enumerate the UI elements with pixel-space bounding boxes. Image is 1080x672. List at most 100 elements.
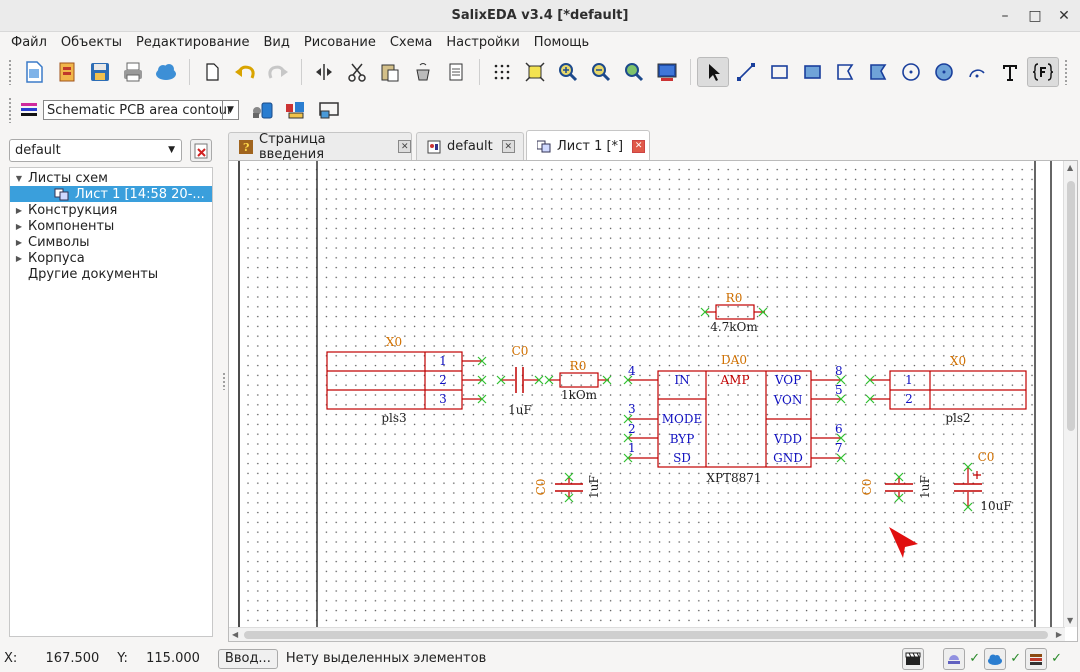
save-icon[interactable] [84, 57, 116, 87]
list-icon[interactable] [440, 57, 472, 87]
new-file-icon[interactable] [18, 57, 50, 87]
connector-x0-right[interactable]: X0 1 2 pls2 [865, 354, 1027, 425]
connector-x0-left[interactable]: X0 1 2 3 pls3 [326, 335, 487, 425]
capacitor-c0-b[interactable]: C0 1uF [860, 472, 932, 503]
input-button[interactable]: Ввод... [217, 648, 278, 669]
capacitor-c0-elec[interactable]: C0 10uF [954, 450, 1012, 513]
project-combo[interactable]: default ▼ [9, 139, 182, 162]
vertical-scroll-thumb[interactable] [1067, 181, 1075, 431]
zoom-out-icon[interactable] [585, 57, 617, 87]
cloud-icon[interactable] [150, 57, 182, 87]
pin-label: SD [673, 451, 691, 465]
tree-item-sheets[interactable]: ▼ Листы схем [10, 170, 212, 186]
menu-draw[interactable]: Рисование [303, 34, 376, 50]
clapper-icon[interactable] [902, 647, 925, 670]
amplifier-da0[interactable]: DA0 AMP IN MODE BYP SD VOP VON VDD GND [623, 353, 846, 485]
grid-icon[interactable] [486, 57, 518, 87]
scroll-down-icon[interactable]: ▼ [1067, 616, 1074, 625]
tree-item-construction[interactable]: ▶ Конструкция [10, 202, 212, 218]
layer-select-value: Schematic PCB area contour [47, 102, 233, 118]
close-icon[interactable]: ✕ [632, 139, 646, 153]
monitor-icon[interactable] [651, 57, 683, 87]
close-icon[interactable]: ✕ [398, 140, 411, 153]
toolbar-grip[interactable] [1064, 59, 1068, 85]
menu-settings[interactable]: Настройки [446, 34, 520, 50]
redo-icon[interactable] [262, 57, 294, 87]
menu-objects[interactable]: Объекты [60, 34, 123, 50]
scroll-left-icon[interactable]: ◀ [232, 630, 239, 639]
library-icon[interactable] [1025, 647, 1048, 670]
scroll-right-icon[interactable]: ▶ [1055, 630, 1062, 639]
chevron-right-icon[interactable]: ▶ [15, 221, 23, 231]
symbol-editor-icon[interactable] [280, 95, 312, 125]
package-editor-icon[interactable] [313, 95, 345, 125]
layer-select[interactable]: Schematic PCB area contour ▼ [43, 100, 239, 120]
mirror-icon[interactable] [308, 57, 340, 87]
tab-welcome[interactable]: ? Страница введения ✕ [228, 132, 412, 162]
chevron-right-icon[interactable]: ▶ [15, 237, 23, 247]
splitter-handle[interactable] [222, 372, 226, 390]
horizontal-scroll-thumb[interactable] [244, 631, 1048, 639]
minimize-button[interactable]: – [1001, 8, 1009, 24]
resistor-r0-top[interactable]: R0 4.7kOm [700, 291, 768, 334]
filled-rect-tool-icon[interactable] [796, 57, 828, 87]
tree-item-components[interactable]: ▶ Компоненты [10, 218, 212, 234]
menu-view[interactable]: Вид [263, 34, 290, 50]
zoom-fit-icon[interactable] [519, 57, 551, 87]
tree-item-symbols[interactable]: ▶ Символы [10, 234, 212, 250]
paste-icon[interactable] [374, 57, 406, 87]
menu-schema[interactable]: Схема [389, 34, 433, 50]
menu-file[interactable]: Файл [11, 34, 47, 50]
part-value: 1uF [508, 403, 532, 417]
scroll-up-icon[interactable]: ▲ [1067, 163, 1074, 172]
maximize-button[interactable]: □ [1028, 8, 1042, 24]
layers-icon[interactable] [18, 95, 40, 125]
tree-item-other-docs[interactable]: Другие документы [10, 266, 212, 282]
text-tool-icon[interactable] [994, 57, 1026, 87]
horizontal-scrollbar[interactable]: ◀ ▶ [229, 627, 1065, 641]
new-sheet-icon[interactable] [196, 57, 228, 87]
chevron-down-icon[interactable]: ▼ [15, 173, 23, 183]
arc-tool-icon[interactable] [961, 57, 993, 87]
bucket-icon[interactable] [407, 57, 439, 87]
component-library-icon[interactable] [247, 95, 279, 125]
resistor-r0-series[interactable]: R0 1kOm [544, 359, 612, 402]
zoom-in-icon[interactable] [552, 57, 584, 87]
polygon-tool-icon[interactable] [829, 57, 861, 87]
capacitor-c0-series[interactable]: C0 1uF [496, 344, 544, 417]
open-project-icon[interactable] [51, 57, 83, 87]
chevron-right-icon[interactable]: ▶ [15, 253, 23, 263]
tab-default[interactable]: default ✕ [416, 132, 524, 160]
tab-bar: ? Страница введения ✕ default ✕ Лист 1 [… [226, 130, 1080, 162]
close-button[interactable]: ✕ [1058, 8, 1070, 24]
print-icon[interactable] [117, 57, 149, 87]
undo-icon[interactable] [229, 57, 261, 87]
rect-tool-icon[interactable] [763, 57, 795, 87]
vertical-scrollbar[interactable]: ▲ ▼ [1063, 161, 1077, 627]
schematic-canvas[interactable]: X0 1 2 3 pls3 C0 [229, 161, 1065, 627]
select-tool-icon[interactable] [697, 57, 729, 87]
menu-edit[interactable]: Редактирование [136, 34, 250, 50]
toolbar-grip[interactable] [8, 59, 12, 85]
close-icon[interactable]: ✕ [501, 140, 515, 153]
filled-circle-tool-icon[interactable] [928, 57, 960, 87]
wire-tool-icon[interactable] [730, 57, 762, 87]
field-tool-icon[interactable] [1027, 57, 1059, 87]
menu-help[interactable]: Помощь [533, 34, 590, 50]
schematic-drawing[interactable]: X0 1 2 3 pls3 C0 [229, 161, 1065, 627]
toolbar-grip[interactable] [8, 97, 12, 123]
tree-item-sheet-1[interactable]: Лист 1 [14:58 20-... [10, 186, 212, 202]
network-icon[interactable] [943, 647, 966, 670]
circle-tool-icon[interactable] [895, 57, 927, 87]
ref-label: C0 [860, 479, 874, 496]
capacitor-c0-a[interactable]: C0 1uF [534, 472, 601, 503]
close-project-button[interactable] [190, 139, 212, 162]
tree-item-packages[interactable]: ▶ Корпуса [10, 250, 212, 266]
tab-sheet-1[interactable]: Лист 1 [*] ✕ [526, 130, 650, 161]
zoom-region-icon[interactable] [618, 57, 650, 87]
pin-number: 8 [835, 364, 843, 378]
filled-polygon-tool-icon[interactable] [862, 57, 894, 87]
cut-icon[interactable] [341, 57, 373, 87]
cloud-sync-icon[interactable] [984, 647, 1007, 670]
chevron-right-icon[interactable]: ▶ [15, 205, 23, 215]
